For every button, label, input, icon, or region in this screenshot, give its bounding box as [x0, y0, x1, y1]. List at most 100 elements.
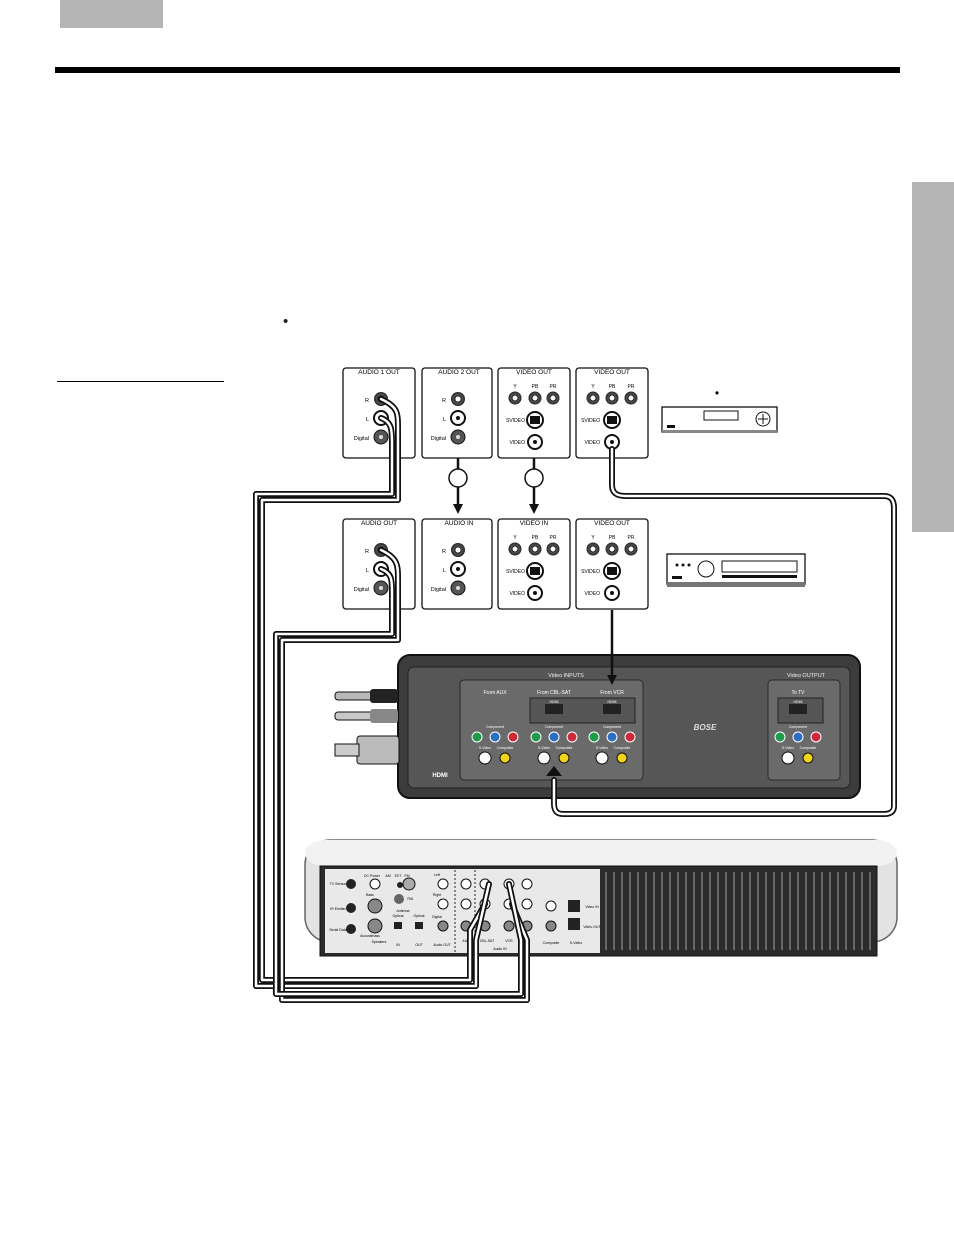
panel-title: AUDIO OUT — [361, 520, 397, 527]
svg-text:L: L — [366, 568, 369, 574]
svg-text:AUX: AUX — [462, 939, 470, 943]
svg-text:Composite: Composite — [556, 746, 573, 750]
svg-text:VIDEO: VIDEO — [509, 440, 525, 446]
margin-rule — [57, 381, 224, 382]
svg-text:PB: PB — [609, 384, 616, 390]
source-panel-audio2: AUDIO 2 OUT R L Digital — [421, 367, 493, 459]
receiver-rear-panel: TV Sensor IR Emitter Serial Data DC Powe… — [304, 839, 898, 957]
svg-text:Right: Right — [433, 893, 441, 897]
inputs-title: Video INPUTS — [548, 673, 584, 679]
svg-text:L: L — [443, 568, 446, 574]
svg-text:S-Video: S-Video — [570, 941, 582, 945]
svg-text:Audio OUT: Audio OUT — [433, 943, 451, 947]
svg-text:AM: AM — [385, 874, 390, 878]
panel-title: AUDIO IN — [445, 520, 474, 527]
svg-text:S-Video: S-Video — [479, 746, 491, 750]
svg-text:From VCR: From VCR — [600, 690, 624, 696]
svg-text:Component: Component — [486, 725, 504, 729]
row-label: R — [365, 398, 369, 404]
svg-text:Composite: Composite — [614, 746, 631, 750]
svg-text:From CBL-SAT: From CBL-SAT — [537, 690, 571, 696]
cables — [253, 396, 897, 1003]
svg-text:VIDEO: VIDEO — [509, 591, 525, 597]
side-thumb-tab — [912, 182, 954, 532]
svg-text:Optical: Optical — [393, 914, 404, 918]
svg-text:SVIDEO: SVIDEO — [506, 569, 525, 575]
bullet-mark: • — [283, 313, 289, 330]
svg-text:Bass: Bass — [366, 893, 374, 897]
svg-text:HDMI: HDMI — [550, 700, 559, 704]
header-rule — [55, 67, 900, 73]
svg-text:Component: Component — [603, 725, 621, 729]
source-panel-audio1: AUDIO 1 OUT R L Digital — [342, 367, 416, 459]
svg-text:Composite: Composite — [543, 941, 560, 945]
row-label: Digital — [431, 436, 446, 442]
svg-text:PR: PR — [550, 535, 557, 541]
vcr-device-icon — [666, 553, 806, 587]
svg-text:PR: PR — [550, 384, 557, 390]
svg-text:S-Video: S-Video — [538, 746, 550, 750]
svg-text:Antenna: Antenna — [396, 909, 409, 913]
svg-text:Video IN: Video IN — [585, 905, 599, 909]
svg-text:Left: Left — [434, 873, 440, 877]
svg-text:HDMI: HDMI — [794, 700, 803, 704]
svg-text:Audio IN: Audio IN — [493, 947, 507, 951]
panel-title: VIDEO IN — [520, 520, 549, 527]
svg-text:Y: Y — [591, 535, 595, 541]
device-bullet: • — [715, 386, 719, 400]
svg-text:Digital: Digital — [354, 587, 369, 593]
svg-text:Y: Y — [513, 384, 517, 390]
row-label: R — [442, 398, 446, 404]
svg-text:PB: PB — [532, 384, 539, 390]
svg-text:IR Emitter: IR Emitter — [330, 907, 346, 911]
svg-text:HDMI: HDMI — [608, 700, 617, 704]
svg-text:Y: Y — [591, 384, 595, 390]
source-panel-video-out-a: VIDEO OUT Y PB PR SVIDEO VIDEO — [497, 367, 571, 459]
svg-text:VIDEO: VIDEO — [584, 440, 600, 446]
svg-text:Component: Component — [545, 725, 563, 729]
svg-text:OUT: OUT — [415, 943, 423, 947]
svg-text:PB: PB — [532, 535, 539, 541]
dvd-player-icon — [661, 406, 778, 433]
svg-text:To TV: To TV — [792, 690, 806, 696]
svg-text:PR: PR — [628, 535, 635, 541]
recorder-panel-video-in: VIDEO IN Y PB PR SVIDEO VIDEO — [497, 518, 571, 610]
svg-text:FM: FM — [404, 874, 409, 878]
panel-title: AUDIO 1 OUT — [358, 369, 400, 376]
svg-text:TV Sensor: TV Sensor — [330, 882, 347, 886]
svg-text:Video OUT: Video OUT — [583, 925, 601, 929]
panel-title: VIDEO OUT — [594, 369, 630, 376]
recorder-panel-audio-out: AUDIO OUT R L Digital — [342, 518, 416, 610]
recorder-panel-video-out: VIDEO OUT Y PB PR SVIDEO VIDEO — [575, 518, 649, 610]
svg-text:From AUX: From AUX — [483, 690, 507, 696]
panel-title: VIDEO OUT — [594, 520, 630, 527]
svg-text:IN: IN — [396, 943, 400, 947]
svg-text:75Ω: 75Ω — [407, 897, 414, 901]
recorder-panel-audio-in: AUDIO IN R L Digital — [421, 518, 493, 610]
source-panel-video-out-b: VIDEO OUT Y PB PR SVIDEO VIDEO — [575, 367, 649, 459]
svg-text:Optical: Optical — [414, 914, 425, 918]
svg-text:Component: Component — [789, 725, 807, 729]
svg-text:Digital: Digital — [431, 587, 446, 593]
svg-text:PB: PB — [609, 535, 616, 541]
svg-text:Speakers: Speakers — [372, 940, 387, 944]
svg-text:S-Video: S-Video — [782, 746, 794, 750]
svg-text:Composite: Composite — [800, 746, 817, 750]
outputs-title: Video OUTPUT — [787, 673, 826, 679]
svg-text:Serial Data: Serial Data — [329, 928, 346, 932]
svg-text:R: R — [442, 549, 446, 555]
svg-text:DC Power: DC Power — [364, 874, 381, 878]
svg-text:SVIDEO: SVIDEO — [581, 418, 600, 424]
panel-title: VIDEO OUT — [516, 369, 552, 376]
row-label: L — [443, 417, 446, 423]
svg-text:Y: Y — [513, 535, 517, 541]
svg-text:Composite: Composite — [497, 746, 514, 750]
svg-text:SVIDEO: SVIDEO — [581, 569, 600, 575]
connection-marker-audio — [448, 458, 468, 514]
connection-marker-video — [524, 458, 544, 514]
panel-title: AUDIO 2 OUT — [438, 369, 480, 376]
svg-text:CBL-SAT: CBL-SAT — [480, 939, 495, 943]
svg-text:EXT: EXT — [395, 874, 403, 878]
svg-text:S-Video: S-Video — [596, 746, 608, 750]
svg-text:VCR: VCR — [505, 939, 513, 943]
